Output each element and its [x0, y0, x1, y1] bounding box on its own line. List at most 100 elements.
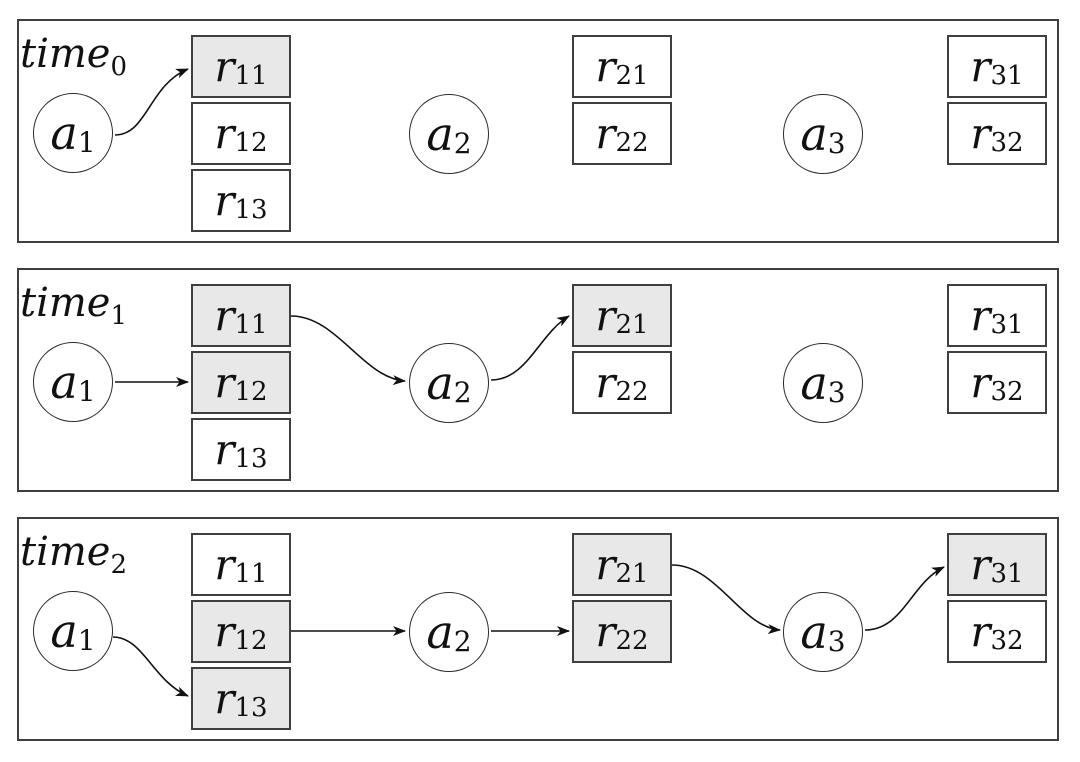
- agent-label: a: [50, 355, 78, 409]
- resource-label: r: [595, 606, 616, 656]
- resource-label: r: [970, 539, 991, 589]
- resource-label-subscript: 32: [990, 625, 1024, 656]
- resource-label: r: [970, 108, 991, 158]
- resource-label: r: [970, 290, 991, 340]
- resource-label: r: [214, 606, 235, 656]
- resource-label: r: [595, 357, 616, 407]
- agent-label: a: [426, 605, 454, 659]
- agent-label-subscript: 2: [453, 376, 472, 409]
- resource-label-subscript: 32: [990, 127, 1024, 158]
- edge-r11-a2: [290, 315, 406, 386]
- panel-title-word: time: [20, 31, 111, 77]
- resource-label-subscript: 11: [234, 558, 268, 589]
- resource-label-subscript: 12: [234, 376, 268, 407]
- resource-label-subscript: 21: [615, 60, 649, 91]
- edge-a2-r21: [490, 315, 570, 381]
- resource-label-subscript: 11: [234, 309, 268, 340]
- edges-layer: [114, 68, 189, 136]
- resource-label: r: [214, 673, 235, 723]
- resource-label: r: [595, 108, 616, 158]
- resource-label: r: [214, 424, 235, 474]
- resource-label: r: [214, 357, 235, 407]
- panel-title-subscript: 2: [110, 550, 128, 580]
- agent-label-subscript: 1: [77, 624, 96, 657]
- panel-title: time2: [20, 529, 127, 578]
- agent-label-subscript: 1: [77, 375, 96, 408]
- panel-title-word: time: [20, 280, 111, 326]
- resource-label: r: [595, 290, 616, 340]
- resource-label-subscript: 31: [990, 60, 1024, 91]
- resource-label-subscript: 13: [234, 443, 268, 474]
- edge-a3-r31: [864, 566, 945, 631]
- panel-title: time1: [20, 280, 127, 329]
- edges-layer: [112, 564, 945, 697]
- resource-label: r: [595, 41, 616, 91]
- resource-label: r: [214, 108, 235, 158]
- edges-layer: [115, 315, 570, 387]
- resource-label-subscript: 32: [990, 376, 1024, 407]
- agent-label: a: [50, 604, 78, 658]
- resource-label: r: [970, 357, 991, 407]
- panel-title-subscript: 1: [110, 301, 128, 331]
- resource-label: r: [970, 41, 991, 91]
- resource-label-subscript: 11: [234, 60, 268, 91]
- resource-label-subscript: 22: [615, 127, 649, 158]
- agent-label-subscript: 3: [827, 376, 846, 409]
- agent-label-subscript: 3: [827, 625, 846, 658]
- resource-label-subscript: 22: [615, 376, 649, 407]
- agent-label: a: [50, 106, 78, 160]
- resource-label-subscript: 12: [234, 625, 268, 656]
- agent-label: a: [426, 107, 454, 161]
- agent-label-subscript: 2: [453, 625, 472, 658]
- resource-label-subscript: 12: [234, 127, 268, 158]
- agent-label: a: [800, 107, 828, 161]
- agent-label: a: [800, 605, 828, 659]
- edge-a1-r13: [112, 636, 189, 697]
- resource-label: r: [595, 539, 616, 589]
- agent-label-subscript: 1: [77, 126, 96, 159]
- panel-title: time0: [20, 31, 127, 80]
- resource-label-subscript: 21: [615, 558, 649, 589]
- agent-label-subscript: 2: [453, 127, 472, 160]
- resource-label-subscript: 13: [234, 692, 268, 723]
- resource-label: r: [214, 539, 235, 589]
- resource-label-subscript: 21: [615, 309, 649, 340]
- agent-label-subscript: 3: [827, 127, 846, 160]
- edge-r21-a3: [671, 564, 781, 635]
- panel-title-word: time: [20, 529, 111, 575]
- resource-label-subscript: 13: [234, 194, 268, 225]
